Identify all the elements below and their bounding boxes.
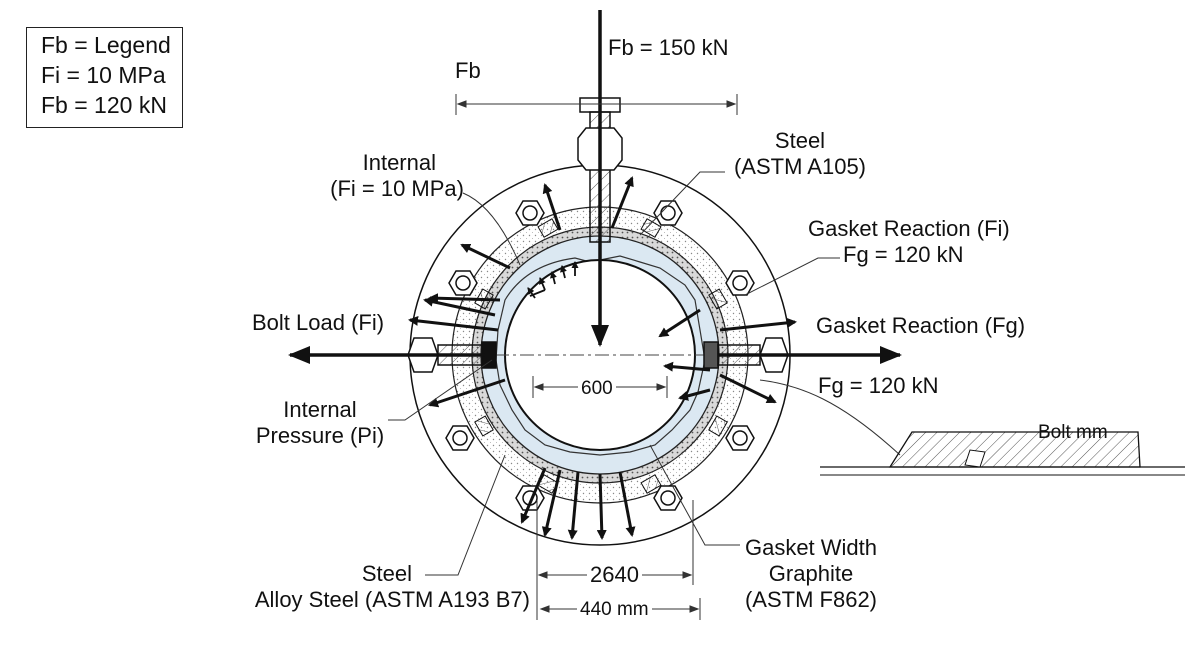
dim-440-label: 440 mm <box>577 597 652 623</box>
pipe-wall-crack <box>495 255 706 456</box>
dim-600-label: 600 <box>578 376 616 402</box>
bolt-hex-icon <box>515 200 545 226</box>
bolt-hex-icon <box>653 485 683 511</box>
bolt-hex-icon <box>725 270 755 296</box>
internal-pressure-line2: Pressure (Pi) <box>255 423 385 448</box>
internal-line2: (Fi = 10 MPa) <box>330 176 464 201</box>
top-force-label: Fb = 150 kN <box>608 35 729 60</box>
bolt-hex-icon <box>725 425 755 451</box>
gasket-width-line2: Graphite <box>768 561 854 586</box>
bolt-mm-label: Bolt mm <box>1038 422 1108 443</box>
gasket-width-line3: (ASTM F862) <box>744 587 878 612</box>
steel-top-line1: Steel <box>774 128 826 153</box>
fb-dimension-label: Fb <box>455 58 481 83</box>
bolt-hex-icon <box>445 425 475 451</box>
legend-box: Fb = Legend Fi = 10 MPa Fb = 120 kN <box>26 27 183 128</box>
legend-line-3: Fb = 120 kN <box>41 92 167 118</box>
dim-2640-text: 2640 <box>587 562 642 587</box>
gasket-width-line1: Gasket Width <box>744 535 878 560</box>
internal-label: Internal (Fi = 10 MPa) <box>300 150 464 202</box>
internal-pressure-arrows <box>527 261 579 299</box>
gasket-reaction-fg-label: Gasket Reaction (Fg) <box>816 313 1026 338</box>
gasket-reaction-fi-label: Gasket Reaction (Fi) Fg = 120 kN <box>808 216 1010 268</box>
legend-line-2: Fi = 10 MPa <box>41 62 166 88</box>
radial-arrows <box>408 176 797 540</box>
bolt-stubs <box>474 218 728 494</box>
bolt-load-label: Bolt Load (Fi) <box>252 310 385 335</box>
fb-dimension <box>455 94 738 115</box>
steel-top-line2: (ASTM A105) <box>733 154 867 179</box>
dim-bottom-lines <box>536 500 701 620</box>
internal-pressure-line1: Internal <box>283 397 357 422</box>
legend-line-1: Fb = Legend <box>41 32 171 58</box>
bolt-hex-icon <box>448 270 478 296</box>
gasket-reaction-fi-line1: Gasket Reaction (Fi) <box>808 216 1010 241</box>
steel-bottom-line1: Steel <box>361 561 412 586</box>
fg-right-label: Fg = 120 kN <box>818 373 939 398</box>
internal-pressure-label: Internal Pressure (Pi) <box>240 397 400 449</box>
leader-lines <box>388 171 901 576</box>
steel-top-label: Steel (ASTM A105) <box>720 128 880 180</box>
gasket-reaction-fi-line2: Fg = 120 kN <box>843 242 964 267</box>
gasket-section-detail <box>820 431 1185 476</box>
steel-bottom-label: Steel Alloy Steel (ASTM A193 B7) <box>240 561 530 613</box>
dim-600-text: 600 <box>578 378 616 399</box>
steel-bottom-line2: Alloy Steel (ASTM A193 B7) <box>254 587 530 612</box>
bolt-hex-group <box>445 200 755 511</box>
gasket-width-label: Gasket Width Graphite (ASTM F862) <box>736 535 886 613</box>
dim-2640-label: 2640 <box>587 562 642 588</box>
internal-line1: Internal <box>362 150 436 175</box>
dim-440-text: 440 mm <box>577 599 652 620</box>
bolt-hex-icon <box>653 200 683 226</box>
